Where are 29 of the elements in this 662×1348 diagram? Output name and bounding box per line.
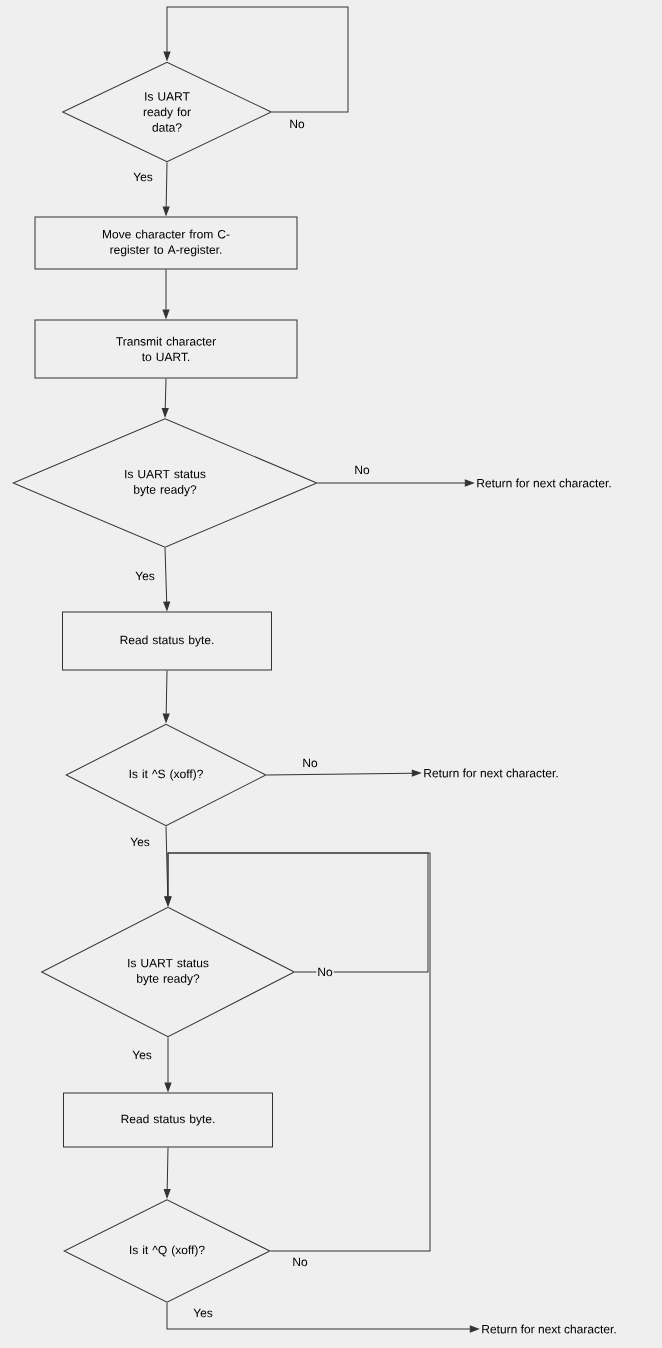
process-box: Read status byte. [62, 611, 272, 671]
edge-label: No [291, 1256, 309, 1268]
edge-label: No [288, 118, 306, 130]
edge-label: Yes [192, 1307, 214, 1319]
arrow [164, 1037, 172, 1092]
edge-label: Yes [132, 171, 154, 183]
edge-label: Yes [129, 836, 151, 848]
return-text: Return for next character. [424, 768, 558, 778]
arrow [164, 852, 431, 1252]
arrow [317, 479, 474, 487]
return-text: Return for next character. [477, 478, 611, 488]
process-box: Move character from C-register to A-register. [34, 216, 298, 270]
arrow [161, 378, 169, 417]
edge-label: No [316, 966, 334, 978]
edge-label: Yes [134, 570, 156, 582]
arrow [162, 670, 170, 723]
arrow [162, 162, 170, 216]
arrow [162, 269, 170, 319]
edge-label: Yes [131, 1049, 153, 1061]
arrow [163, 6, 349, 113]
arrow [266, 769, 421, 777]
process-box: Transmit character to UART. [34, 319, 298, 379]
process-box: Read status byte. [63, 1092, 273, 1148]
edge-label: No [301, 757, 319, 769]
arrow [163, 1147, 171, 1198]
return-text: Return for next character. [482, 1324, 616, 1334]
arrow [166, 1302, 479, 1333]
edge-label: No [353, 464, 371, 476]
arrow [163, 547, 171, 611]
